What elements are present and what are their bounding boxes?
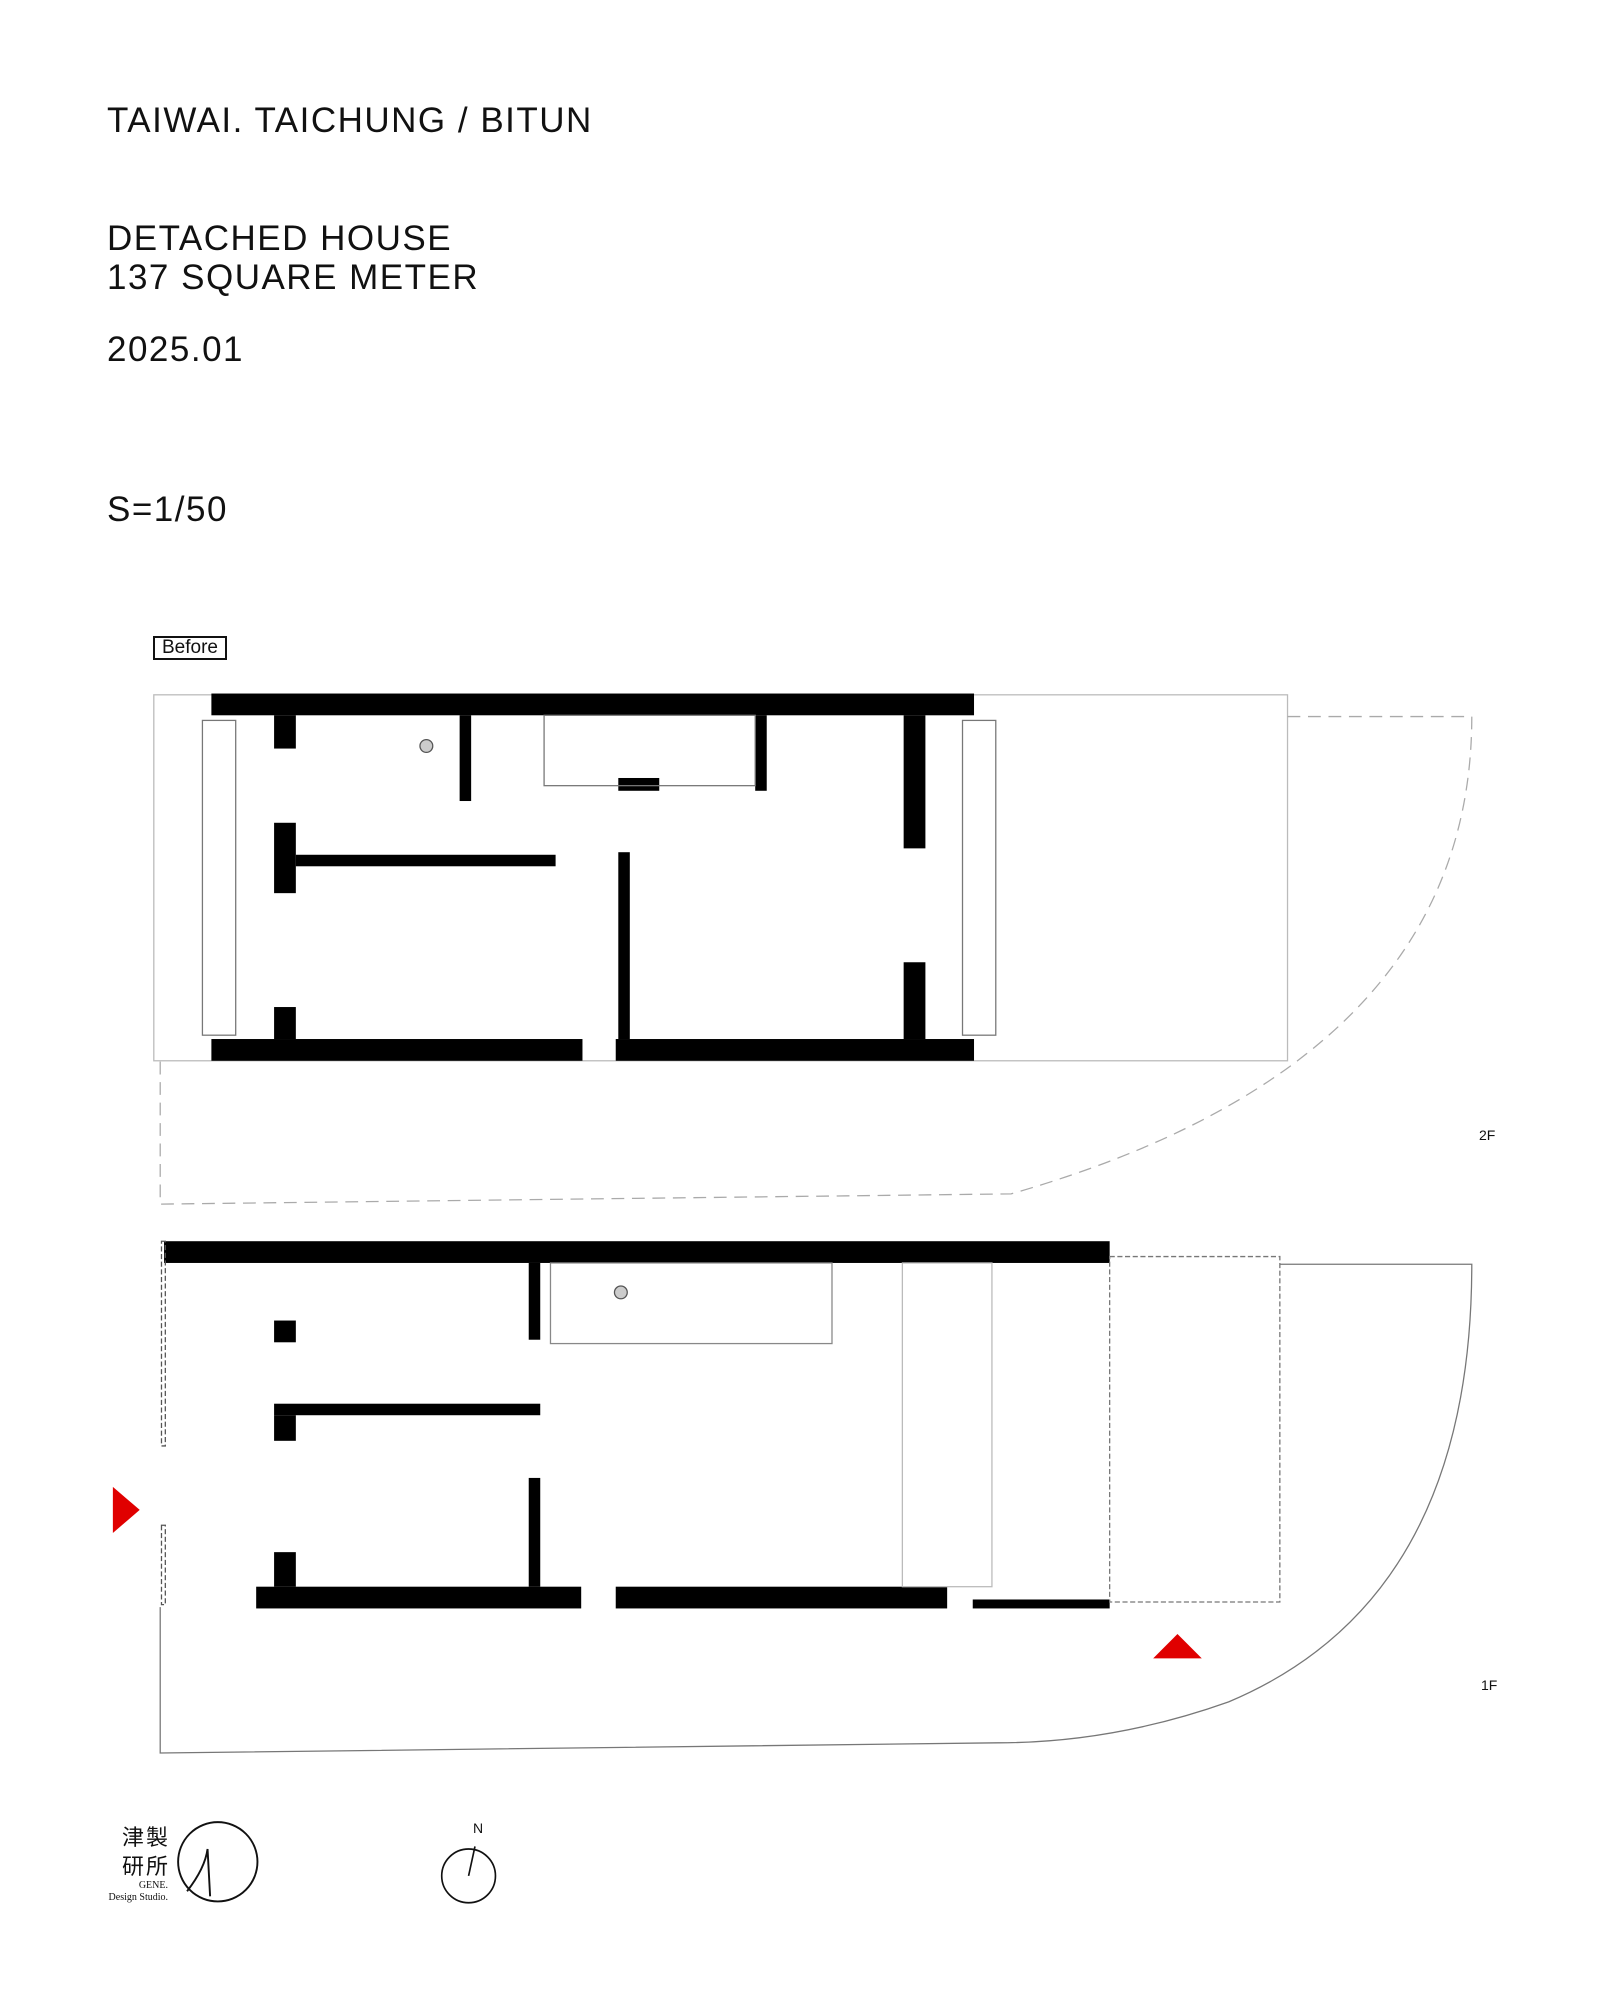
project-date: 2025.01 bbox=[107, 330, 245, 369]
north-arrow-icon bbox=[440, 1846, 497, 1904]
entrance-marker-south bbox=[1153, 1634, 1202, 1659]
plan-1f bbox=[112, 1240, 1473, 1754]
drawing-scale: S=1/50 bbox=[107, 490, 228, 529]
level-label-2f: 2F bbox=[1479, 1127, 1496, 1143]
north-label: N bbox=[473, 1820, 484, 1836]
logo-en-line2: Design Studio. bbox=[108, 1892, 168, 1903]
studio-logo-mark bbox=[177, 1821, 259, 1903]
logo-cn-line2: 研所 bbox=[122, 1855, 171, 1880]
before-tag: Before bbox=[153, 636, 227, 660]
location-title: TAIWAI. TAICHUNG / BITUN bbox=[107, 101, 593, 140]
studio-logo-english: GENE. Design Studio. bbox=[104, 1880, 168, 1904]
plan-2f bbox=[153, 693, 1473, 1205]
entrance-marker-west bbox=[112, 1486, 140, 1533]
project-area: 137 SQUARE METER bbox=[107, 258, 480, 297]
studio-logo-chinese: 津製 研所 bbox=[122, 1824, 170, 1882]
logo-en-line1: GENE. bbox=[138, 1880, 168, 1891]
logo-cn-line1: 津製 bbox=[122, 1826, 171, 1851]
level-label-1f: 1F bbox=[1481, 1677, 1498, 1693]
project-type: DETACHED HOUSE bbox=[107, 219, 453, 258]
